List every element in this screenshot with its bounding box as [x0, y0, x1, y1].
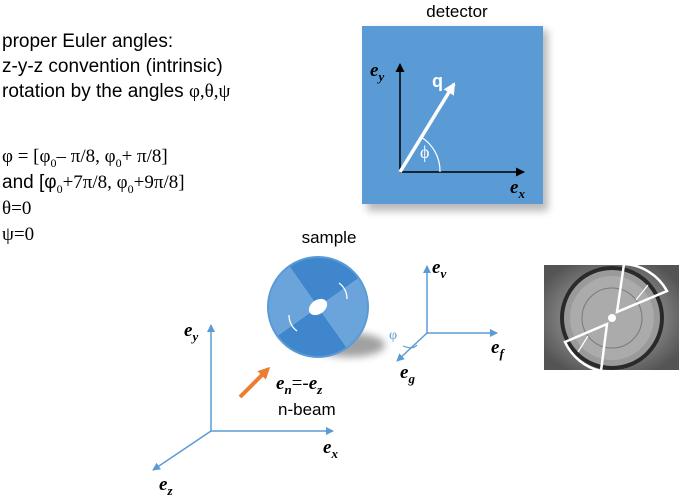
- detector-panel: [362, 26, 543, 204]
- lab-ez-label: ez: [159, 474, 173, 498]
- sample-sector-left: [267, 266, 318, 336]
- theta-line: θ=0: [2, 198, 32, 219]
- sample-rotation-mark-bottom: [288, 314, 298, 332]
- detector-title: detector: [426, 2, 488, 21]
- phi-range-a: φ = [φ: [2, 146, 51, 167]
- and-sub-2: 0: [127, 181, 134, 196]
- phi-range-line: φ = [φ0– π/8, φ0+ π/8]: [2, 145, 168, 175]
- detector-phi-label: ϕ: [420, 142, 429, 162]
- eg-label: eg: [400, 362, 415, 386]
- ef-label: ef: [491, 337, 505, 361]
- sample-sector-right: [318, 278, 369, 348]
- sample-sector-bottom: [277, 307, 347, 358]
- and-prefix: and [φ: [2, 172, 57, 193]
- sample-title: sample: [302, 228, 357, 247]
- neutron-beam-arrow: [238, 366, 271, 399]
- sample-rim: [267, 256, 369, 358]
- ev-label: ev: [432, 257, 446, 281]
- and-end: +9π/8]: [133, 172, 185, 193]
- and-mid: +7π/8, φ: [62, 172, 128, 193]
- convention-line: z-y-z convention (intrinsic): [2, 56, 223, 77]
- lab-ez-axis: [152, 430, 212, 471]
- sample-center-hole: [308, 298, 328, 316]
- euler-title: proper Euler angles:: [2, 31, 174, 52]
- rotation-line: rotation by the angles φ,θ,ψ: [2, 80, 230, 104]
- detector-ey-label: ey: [370, 60, 384, 84]
- lab-ex-label: ex: [323, 437, 338, 461]
- beam-direction-label: en=-ez: [276, 373, 323, 397]
- and-sub-1: 0: [56, 181, 63, 196]
- lab-ey-label: ey: [184, 320, 198, 344]
- psi-line: ψ=0: [2, 224, 35, 245]
- phi-angle-arc: [420, 136, 441, 173]
- sample-photo: [544, 262, 679, 373]
- eg-axis: [396, 332, 428, 362]
- phi-range-c: + π/8]: [121, 146, 168, 167]
- sample-rotation-mark-top: [338, 282, 348, 300]
- detector-ex-label: ex: [510, 177, 525, 201]
- rotation-prefix: rotation by the angles: [2, 81, 189, 102]
- rotation-angles: φ,θ,ψ: [188, 81, 231, 102]
- phi-rotation-arc: [402, 344, 418, 349]
- phi-sub-2: 0: [115, 155, 122, 170]
- rotation-phi-label: φ: [389, 328, 397, 343]
- sample-sector-top: [289, 256, 359, 307]
- q-vector-arrow: [398, 82, 456, 173]
- q-label: q: [432, 71, 443, 91]
- phi-sub-1: 0: [50, 155, 57, 170]
- phi-range-line-2: and [φ0+7π/8, φ0+9π/8]: [2, 171, 185, 201]
- n-beam-label: n-beam: [278, 400, 336, 419]
- phi-range-b: – π/8, φ: [56, 146, 116, 167]
